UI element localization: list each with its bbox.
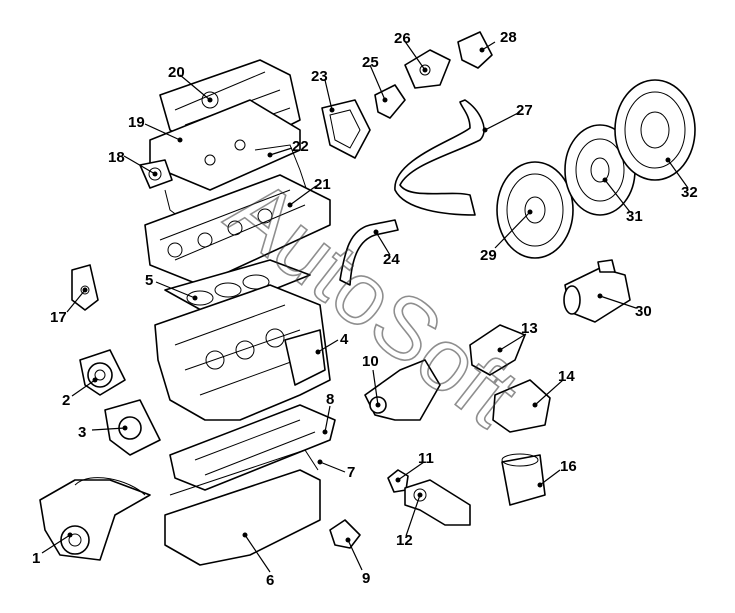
callout-12: 12 [396, 532, 413, 549]
callout-10: 10 [362, 353, 379, 370]
callout-27: 27 [516, 102, 533, 119]
transmission-mount-part [492, 379, 551, 433]
coolant-outlet-part [404, 479, 471, 526]
callout-16: 16 [560, 458, 577, 475]
callout-29: 29 [480, 247, 497, 264]
flywheel-part [496, 161, 574, 259]
callout-labels: 1 2 3 4 5 6 7 8 9 10 11 12 13 14 16 17 1… [32, 29, 698, 589]
callout-8: 8 [326, 391, 334, 408]
pipe-part [339, 219, 399, 286]
mount-bracket-part [457, 31, 493, 69]
callout-7: 7 [347, 464, 355, 481]
pressure-plate-part [614, 79, 696, 181]
engine-block-part [154, 284, 331, 421]
oil-filter-part [501, 453, 546, 506]
cylinder-head-part [144, 174, 331, 286]
callout-9: 9 [362, 570, 370, 587]
callout-25: 25 [362, 54, 379, 71]
coolant-hose-part [394, 99, 485, 216]
callout-22: 22 [292, 138, 309, 155]
callout-32: 32 [681, 184, 698, 201]
gasket-part [321, 99, 371, 159]
callout-2: 2 [62, 392, 70, 409]
callout-17: 17 [50, 309, 67, 326]
callout-3: 3 [78, 424, 86, 441]
callout-19: 19 [128, 114, 145, 131]
callout-1: 1 [32, 550, 40, 567]
callout-20: 20 [168, 64, 185, 81]
callout-11: 11 [418, 450, 434, 467]
callout-30: 30 [635, 303, 652, 320]
callout-18: 18 [108, 149, 125, 166]
callout-23: 23 [311, 68, 328, 85]
callout-28: 28 [500, 29, 517, 46]
callout-13: 13 [521, 320, 538, 337]
drain-plug-part [329, 519, 361, 549]
head-gasket-part [164, 259, 311, 316]
coolant-flange-part [404, 49, 451, 89]
callout-31: 31 [626, 208, 643, 225]
oil-pan-part [164, 449, 321, 566]
callout-4: 4 [340, 331, 349, 348]
callout-24: 24 [383, 251, 400, 268]
leader-lines [41, 39, 689, 573]
callout-5: 5 [145, 272, 153, 289]
oil-pan-gasket-part [169, 404, 336, 491]
callout-21: 21 [314, 176, 331, 193]
callout-14: 14 [558, 368, 575, 385]
water-pump-part [79, 349, 126, 396]
callout-26: 26 [394, 30, 411, 47]
oil-pump-part [39, 477, 151, 561]
thermostat-housing-part [374, 84, 406, 119]
starter-motor-part [563, 259, 631, 323]
seal-housing-part [104, 399, 161, 456]
callout-6: 6 [266, 572, 274, 589]
